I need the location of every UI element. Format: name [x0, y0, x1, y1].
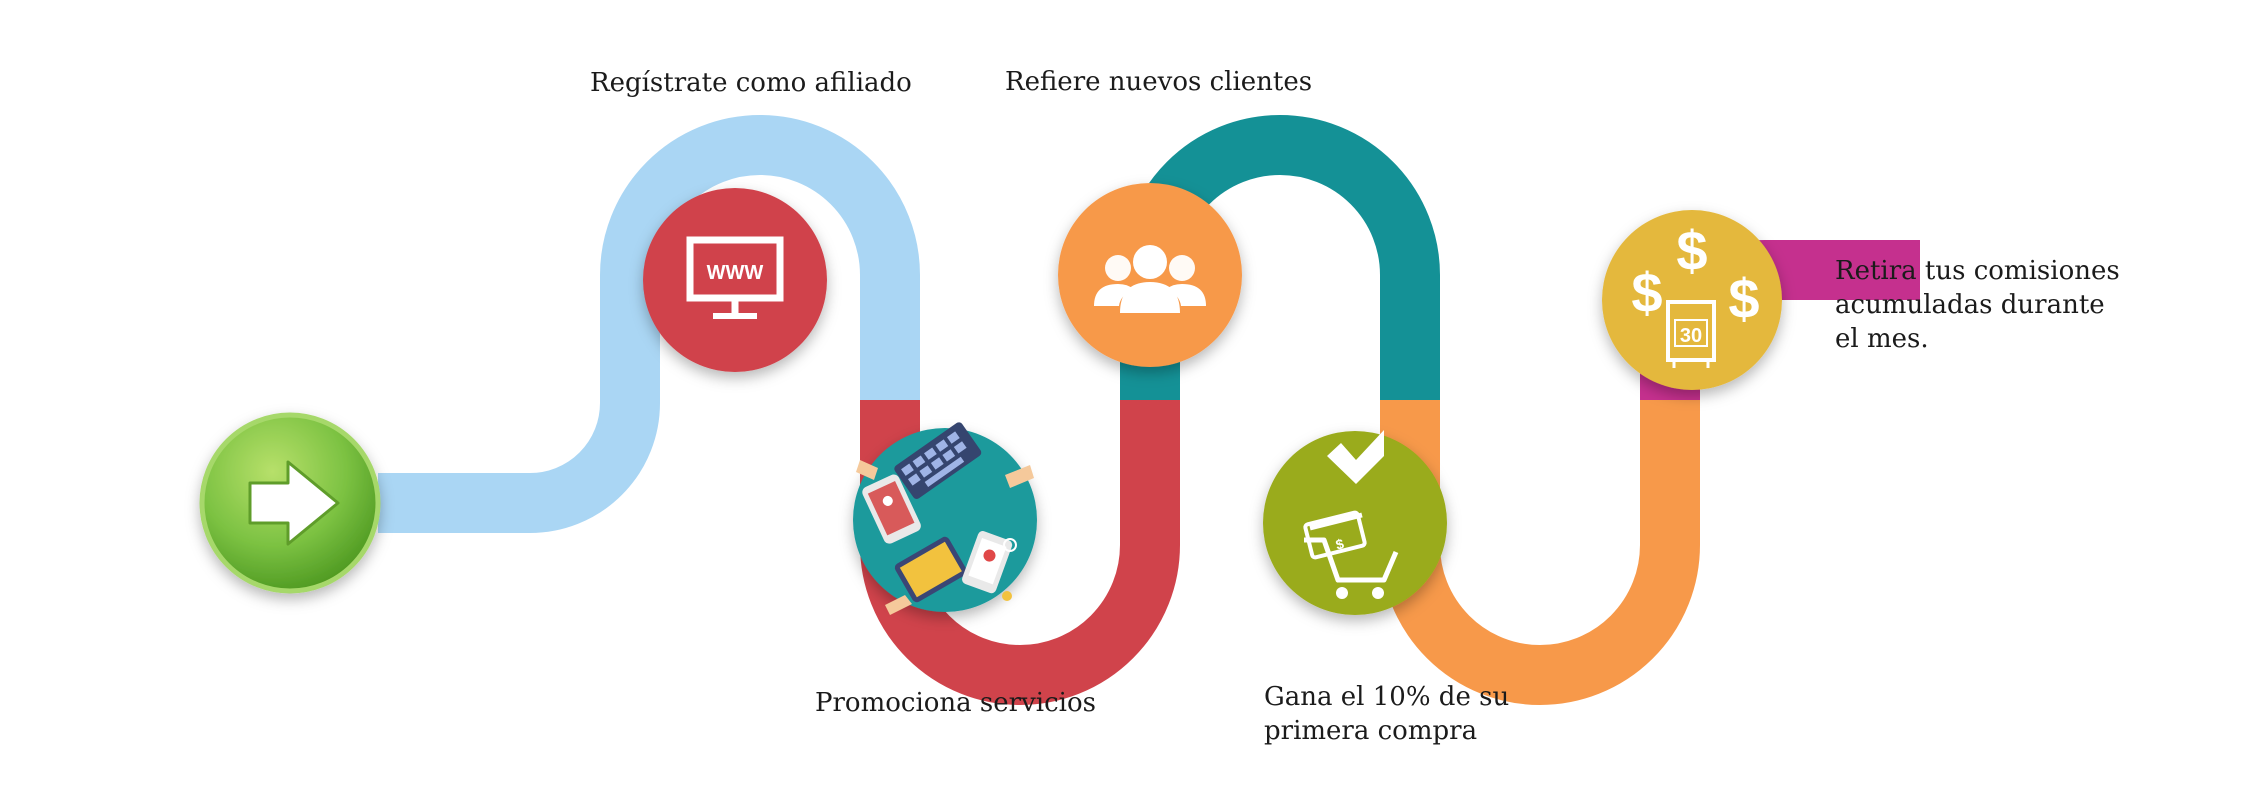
step-label-promote: Promociona servicios: [815, 688, 1096, 718]
step-label-earn-line-2: primera compra: [1264, 716, 1478, 746]
svg-text:$: $: [1631, 261, 1662, 324]
step-label-withdraw-line-2: acumuladas durante: [1835, 290, 2105, 320]
www-monitor-icon: [686, 236, 784, 319]
step-label-register: Regístrate como afiliado: [590, 68, 912, 98]
start-step: [199, 412, 381, 594]
cart-card-check-icon: $: [1303, 430, 1399, 599]
step-label-withdraw-line-3: el mes.: [1835, 324, 1929, 354]
path-segment-register: [378, 115, 920, 533]
step-label-earn: Gana el 10% de su primera compra: [1264, 680, 1509, 748]
register-step: WWW: [643, 188, 827, 372]
arrow-right-icon: [248, 460, 340, 546]
devices-hands-icon: [856, 422, 1034, 615]
withdraw-step: $ $ $ 30: [1602, 210, 1782, 390]
step-label-withdraw: Retira tus comisiones acumuladas durante…: [1835, 254, 2120, 356]
www-text: WWW: [707, 262, 764, 284]
svg-text:$: $: [1728, 267, 1759, 330]
register-circle: [643, 188, 827, 372]
svg-text:$: $: [1334, 535, 1346, 552]
step-label-earn-line-1: Gana el 10% de su: [1264, 682, 1510, 712]
promote-step: [853, 422, 1037, 615]
svg-text:$: $: [1676, 219, 1707, 282]
check-mark-icon: [1327, 430, 1384, 484]
step-label-refer: Refiere nuevos clientes: [1005, 67, 1313, 97]
badge-number: 30: [1680, 325, 1702, 347]
dollar-safe-icon: $ $ $: [1631, 219, 1760, 368]
earn-step: $: [1263, 430, 1447, 615]
earn-circle: [1263, 431, 1447, 615]
users-group-icon: [1094, 245, 1206, 313]
step-label-withdraw-line-1: Retira tus comisiones: [1835, 256, 2120, 286]
path-segment-earn: [1380, 400, 1700, 705]
refer-step: [1058, 183, 1242, 367]
